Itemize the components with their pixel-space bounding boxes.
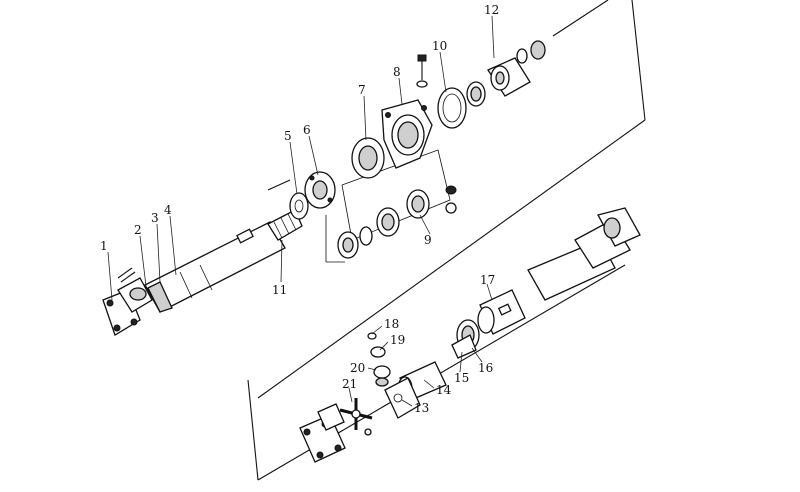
label-10: 10 [432,39,447,53]
label-16: 16 [478,361,493,375]
nut-part [516,40,546,64]
flange-part-6 [304,171,336,209]
lower-flange-yoke [299,403,346,463]
spline-part-16 [451,319,480,359]
bolt-part [416,54,428,88]
spline-shaft-part-11 [267,209,303,241]
end-yoke-part-12 [487,57,531,97]
label-3: 3 [151,211,159,225]
label-7: 7 [358,83,366,97]
label-19: 19 [390,333,405,347]
seal-part [466,81,486,107]
bearing-part-7 [351,137,385,179]
flange-yoke-part-1 [102,277,153,336]
label-18: 18 [384,317,399,331]
grease-fitting-1 [117,267,136,283]
label-20: 20 [350,361,365,375]
label-8: 8 [393,65,401,79]
label-21: 21 [342,377,357,391]
label-17: 17 [480,273,495,287]
bearing-set-part-9 [337,189,430,259]
label-9: 9 [424,233,432,247]
label-13: 13 [414,401,429,415]
snap-ring-parts-18-19-20 [367,332,391,387]
yoke-part-13 [384,377,421,419]
leader-lines [107,15,495,407]
label-14: 14 [436,383,452,397]
label-1: 1 [100,239,108,253]
sleeve-part-17 [477,289,526,335]
label-2: 2 [134,223,142,237]
ring-part-10 [437,87,467,129]
label-4: 4 [164,203,172,217]
support-bracket-part-8 [381,99,433,169]
label-5: 5 [284,129,292,143]
washer-part-5 [267,179,309,220]
cross-spider-part-21 [339,398,373,436]
label-11: 11 [272,283,287,297]
label-12: 12 [484,3,499,17]
shaft-tube-part-4 [144,221,286,313]
lock-nut-part [445,185,457,214]
label-6: 6 [303,123,311,137]
lower-tube-part-17 [527,207,641,301]
label-15: 15 [454,371,469,385]
